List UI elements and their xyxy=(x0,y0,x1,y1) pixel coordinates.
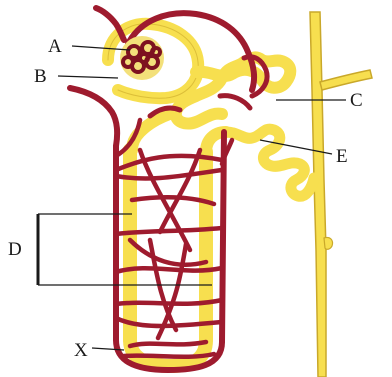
collecting-duct xyxy=(310,12,372,377)
label-d: D xyxy=(8,239,22,260)
label-x: X xyxy=(74,340,88,361)
label-e: E xyxy=(336,146,348,167)
peritubular-vessel-left xyxy=(70,88,117,146)
glomerulus xyxy=(120,36,164,80)
label-a: A xyxy=(48,36,62,57)
leader-line-a xyxy=(72,46,130,50)
distal-convoluted-tubule xyxy=(226,129,314,196)
label-c: C xyxy=(350,90,363,111)
leader-line-b xyxy=(58,76,118,78)
label-b: B xyxy=(34,66,47,87)
